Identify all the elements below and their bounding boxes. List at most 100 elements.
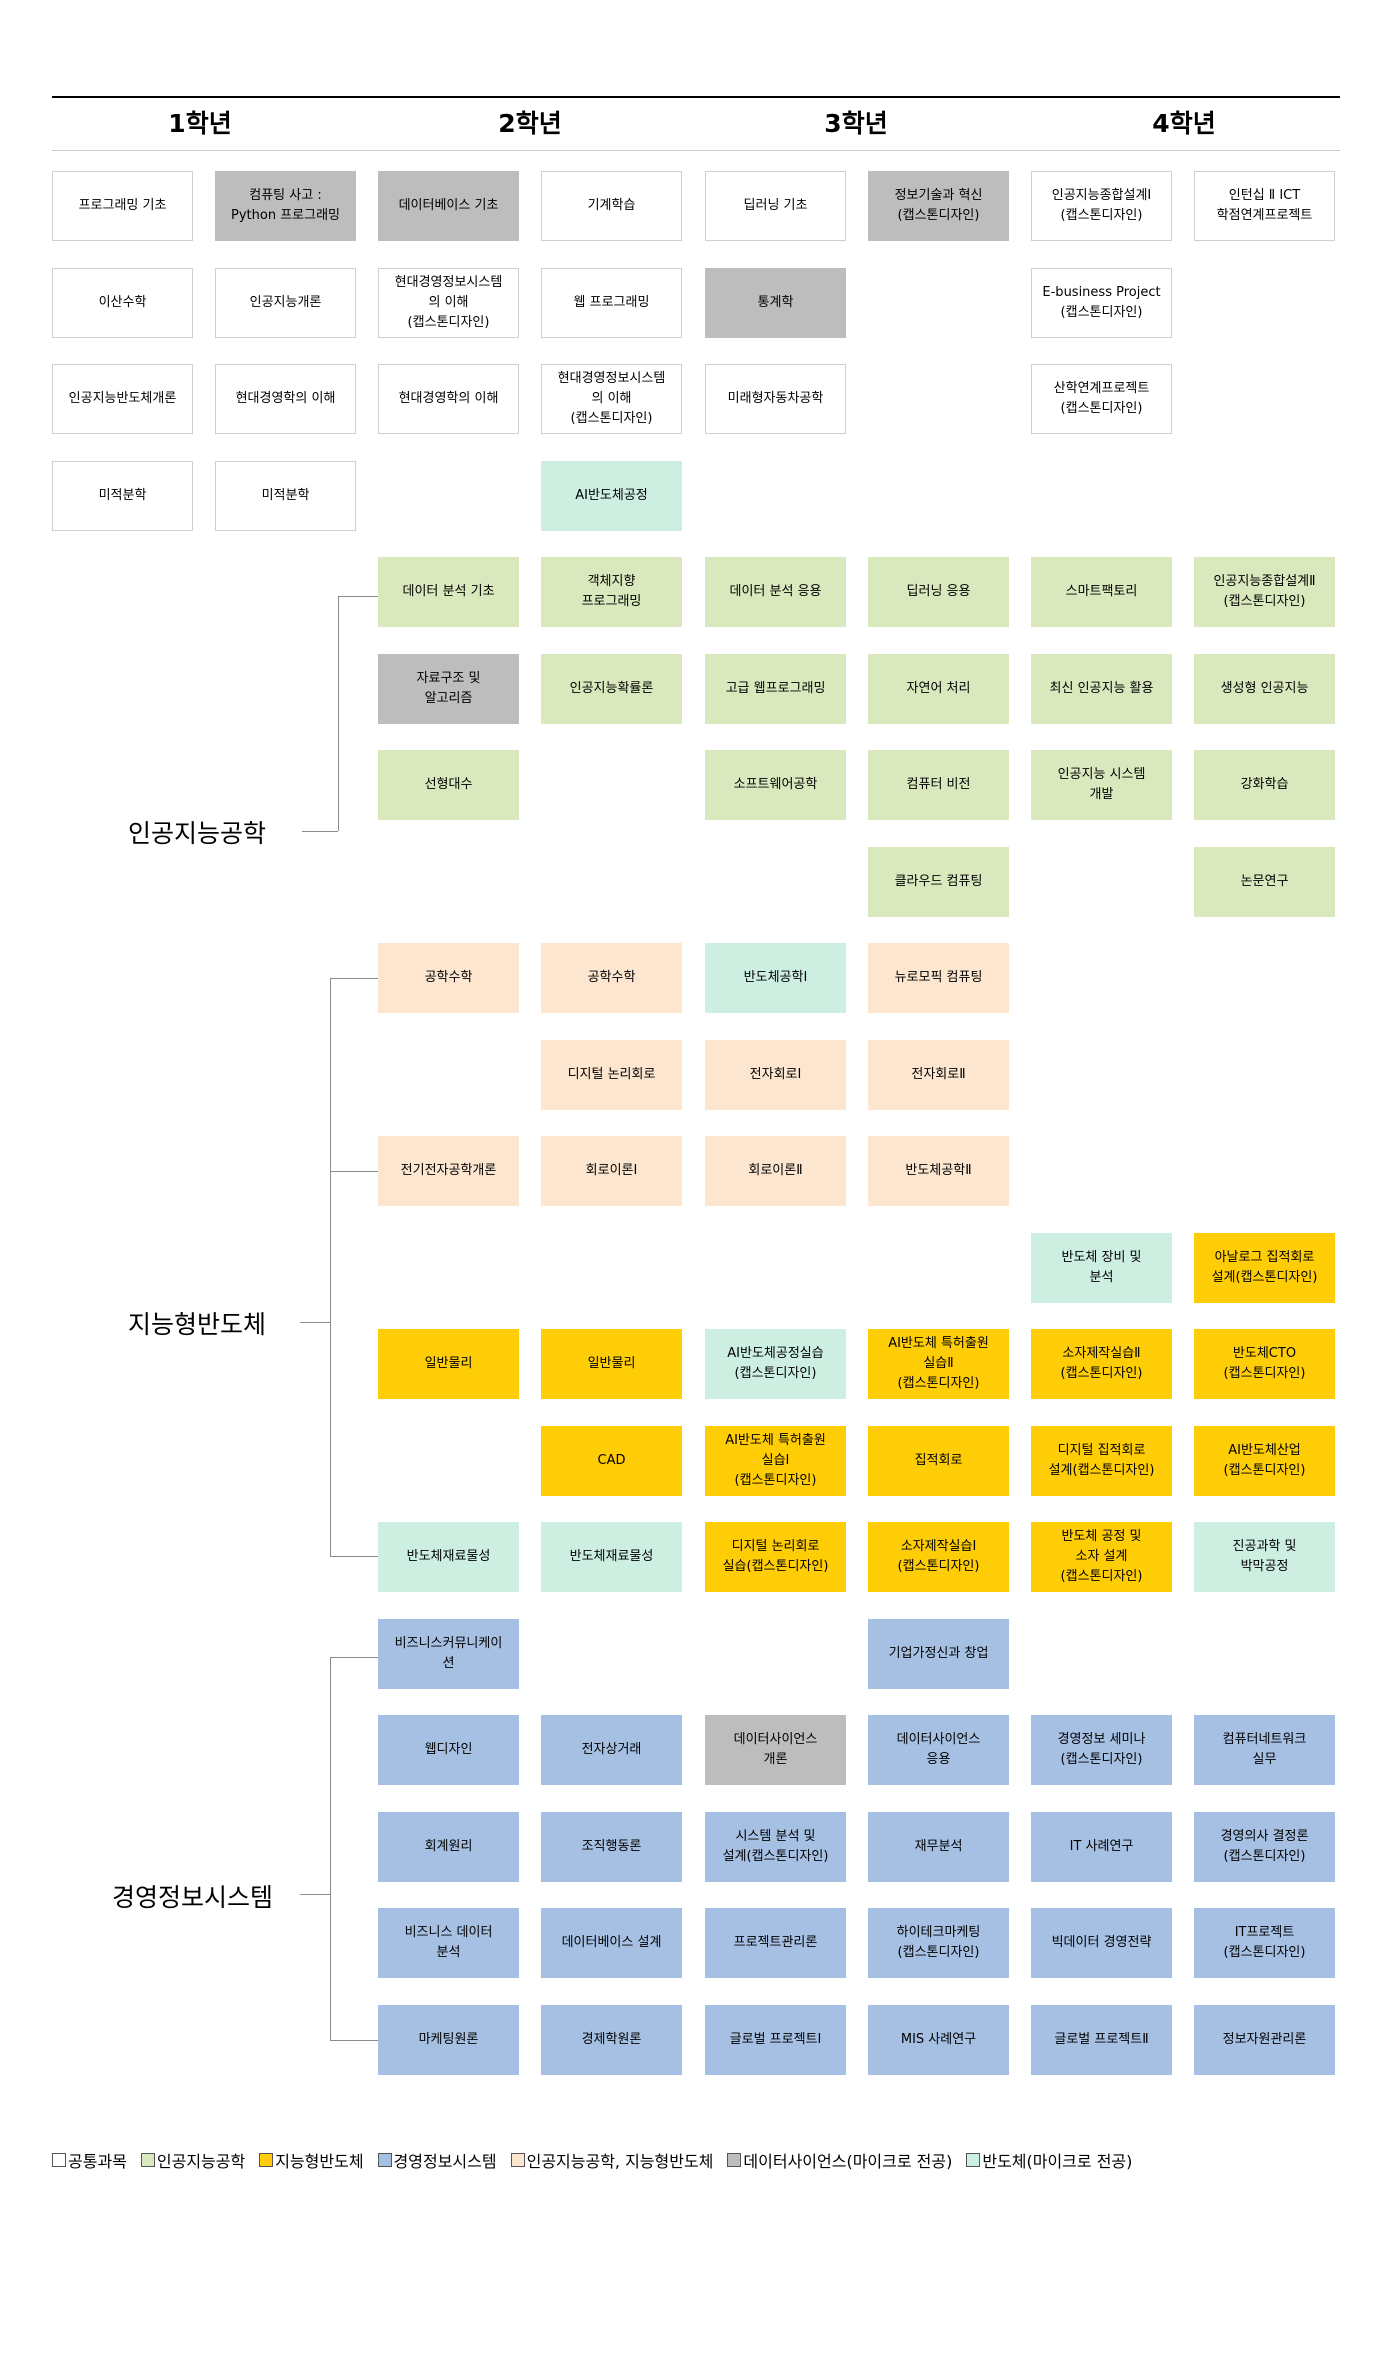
track-label-mis: 경영정보시스템 [112, 1883, 274, 1912]
course-box: 인공지능 시스템 개발 [1031, 750, 1172, 820]
course-box: 데이터베이스 기초 [378, 171, 519, 241]
course-box: 스마트팩토리 [1031, 557, 1172, 627]
course-box: 뉴로모픽 컴퓨팅 [868, 943, 1009, 1013]
legend-swatch-icon [52, 2153, 66, 2167]
course-box: 글로벌 프로젝트Ⅱ [1031, 2005, 1172, 2075]
course-box: 생성형 인공지능 [1194, 654, 1335, 724]
header-bottom-rule [52, 150, 1340, 151]
legend-swatch-icon [966, 2153, 981, 2167]
course-box: 인턴십 Ⅱ ICT 학점연계프로젝트 [1194, 171, 1335, 241]
legend-item-aisemi: 인공지능공학, 지능형반도체 [510, 2148, 714, 2172]
course-box: 미래형자동차공학 [705, 364, 846, 434]
course-box: 현대경영학의 이해 [378, 364, 519, 434]
legend-swatch-icon [510, 2153, 525, 2167]
course-box: E-business Project (캡스톤디자인) [1031, 268, 1172, 338]
legend-item-ai: 인공지능공학 [140, 2148, 246, 2172]
course-box: 소프트웨어공학 [705, 750, 846, 820]
course-box: 디지털 집적회로 설계(캡스톤디자인) [1031, 1426, 1172, 1496]
course-box: 반도체재료물성 [541, 1522, 682, 1592]
legend-item-mis: 경영정보시스템 [377, 2148, 497, 2172]
course-box: 반도체CTO (캡스톤디자인) [1194, 1329, 1335, 1399]
year-header-1: 1학년 [168, 109, 232, 138]
course-box: 전자회로Ⅱ [868, 1040, 1009, 1110]
year-header-4: 4학년 [1152, 109, 1216, 138]
course-box: MIS 사례연구 [868, 2005, 1009, 2075]
course-box: 디지털 논리회로 [541, 1040, 682, 1110]
course-box: 마케팅원론 [378, 2005, 519, 2075]
course-box: 아날로그 집적회로 설계(캡스톤디자인) [1194, 1233, 1335, 1303]
course-box: 빅데이터 경영전략 [1031, 1908, 1172, 1978]
course-box: 반도체 공정 및 소자 설계 (캡스톤디자인) [1031, 1522, 1172, 1592]
course-box: 재무분석 [868, 1812, 1009, 1882]
course-box: 인공지능종합설계Ⅱ (캡스톤디자인) [1194, 557, 1335, 627]
course-box: 디지털 논리회로 실습(캡스톤디자인) [705, 1522, 846, 1592]
course-box: AI반도체 특허출원 실습Ⅱ (캡스톤디자인) [868, 1329, 1009, 1399]
course-box: 공학수학 [378, 943, 519, 1013]
course-box: 프로젝트관리론 [705, 1908, 846, 1978]
course-box: 반도체공학Ⅰ [705, 943, 846, 1013]
year-header-2: 2학년 [498, 109, 562, 138]
course-box: 자료구조 및 알고리즘 [378, 654, 519, 724]
course-box: 데이터 분석 응용 [705, 557, 846, 627]
legend-item-semi: 지능형반도체 [259, 2148, 364, 2172]
course-box: 공학수학 [541, 943, 682, 1013]
course-box: 고급 웹프로그래밍 [705, 654, 846, 724]
legend-label: 반도체(마이크로 전공) [982, 2152, 1133, 2171]
course-box: 회로이론Ⅱ [705, 1136, 846, 1206]
course-box: AI반도체공정실습 (캡스톤디자인) [705, 1329, 846, 1399]
course-box: 반도체공학Ⅱ [868, 1136, 1009, 1206]
legend-label: 지능형반도체 [275, 2152, 364, 2171]
course-box: 하이테크마케팅 (캡스톤디자인) [868, 1908, 1009, 1978]
course-box: 전자상거래 [541, 1715, 682, 1785]
legend-label: 인공지능공학, 지능형반도체 [526, 2152, 714, 2171]
course-box: AI반도체공정 [541, 461, 682, 531]
header-top-rule [52, 96, 1340, 98]
course-box: 현대경영정보시스템 의 이해 (캡스톤디자인) [541, 364, 682, 434]
legend-swatch-icon [727, 2153, 742, 2167]
legend-swatch-icon [259, 2153, 274, 2167]
course-box: 현대경영정보시스템 의 이해 (캡스톤디자인) [378, 268, 519, 338]
legend-item-ds: 데이터사이언스(마이크로 전공) [727, 2148, 952, 2172]
course-box: 인공지능반도체개론 [52, 364, 193, 434]
course-box: 컴퓨팅 사고 : Python 프로그래밍 [215, 171, 356, 241]
course-box: IT프로젝트 (캡스톤디자인) [1194, 1908, 1335, 1978]
legend-label: 경영정보시스템 [393, 2152, 497, 2171]
course-box: 미적분학 [52, 461, 193, 531]
course-box: 전자회로Ⅰ [705, 1040, 846, 1110]
course-box: 데이터베이스 설계 [541, 1908, 682, 1978]
course-box: 경제학원론 [541, 2005, 682, 2075]
course-box: 인공지능확률론 [541, 654, 682, 724]
track-label-semi: 지능형반도체 [128, 1310, 267, 1339]
course-box: 일반물리 [378, 1329, 519, 1399]
legend-label: 데이터사이언스(마이크로 전공) [743, 2152, 953, 2171]
course-box: 반도체 장비 및 분석 [1031, 1233, 1172, 1303]
course-box: 소자제작실습Ⅱ (캡스톤디자인) [1031, 1329, 1172, 1399]
legend-item-common: 공통과목 [52, 2148, 127, 2172]
legend-swatch-icon [377, 2153, 392, 2167]
course-box: 회계원리 [378, 1812, 519, 1882]
course-box: 진공과학 및 박막공정 [1194, 1522, 1335, 1592]
course-box: 일반물리 [541, 1329, 682, 1399]
course-box: 반도체재료물성 [378, 1522, 519, 1592]
course-box: 강화학습 [1194, 750, 1335, 820]
course-box: 컴퓨터네트워크 실무 [1194, 1715, 1335, 1785]
course-box: 경영정보 세미나 (캡스톤디자인) [1031, 1715, 1172, 1785]
course-box: 산학연계프로젝트 (캡스톤디자인) [1031, 364, 1172, 434]
course-box: 통계학 [705, 268, 846, 338]
course-box: 객체지향 프로그래밍 [541, 557, 682, 627]
course-box: 컴퓨터 비전 [868, 750, 1009, 820]
course-box: 기계학습 [541, 171, 682, 241]
course-box: 데이터사이언스 개론 [705, 1715, 846, 1785]
course-box: 웹 프로그래밍 [541, 268, 682, 338]
course-box: 논문연구 [1194, 847, 1335, 917]
course-box: 인공지능종합설계Ⅰ (캡스톤디자인) [1031, 171, 1172, 241]
course-box: 비즈니스커뮤니케이 션 [378, 1619, 519, 1689]
course-box: 전기전자공학개론 [378, 1136, 519, 1206]
course-box: 프로그래밍 기초 [52, 171, 193, 241]
course-box: 소자제작실습Ⅰ (캡스톤디자인) [868, 1522, 1009, 1592]
legend-label: 인공지능공학 [156, 2152, 246, 2171]
track-label-ai: 인공지능공학 [128, 819, 267, 848]
course-box: 회로이론Ⅰ [541, 1136, 682, 1206]
course-box: 미적분학 [215, 461, 356, 531]
legend-label: 공통과목 [68, 2152, 127, 2171]
